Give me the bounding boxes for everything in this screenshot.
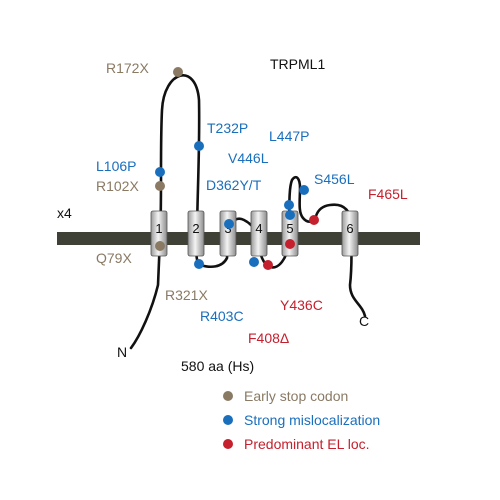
protein-title: TRPML1 (270, 56, 325, 72)
legend-label-early-stop: Early stop codon (244, 388, 348, 404)
mutation-label-r403c: R403C (200, 308, 244, 324)
tm-label-5: 5 (286, 221, 293, 236)
legend: Early stop codon Strong mislocalization … (223, 388, 380, 452)
mutation-dot-r403c (249, 257, 259, 267)
mutation-label-d362yt: D362Y/T (206, 177, 262, 193)
mutation-dot-f408d (263, 260, 273, 270)
length-label: 580 aa (Hs) (181, 358, 254, 374)
mutation-dot-y436c (285, 239, 295, 249)
tm-label-2: 2 (192, 221, 199, 236)
mutation-dot-r102x (155, 181, 165, 191)
mutation-label-v446l: V446L (228, 150, 269, 166)
membrane-band (57, 232, 420, 245)
n-terminus-label: N (117, 344, 127, 360)
legend-label-el: Predominant EL loc. (244, 436, 370, 452)
mutation-label-f408d: F408Δ (248, 330, 289, 346)
mutation-dot-l106p (155, 167, 165, 177)
mutation-label-s456l: S456L (314, 171, 355, 187)
mutation-dot-r172x (173, 67, 183, 77)
mutation-label-r102x: R102X (96, 178, 139, 194)
mutation-label-t232p: T232P (207, 120, 248, 136)
mutation-label-r321x: R321X (165, 287, 208, 303)
tm-helix-4 (250, 210, 268, 257)
legend-label-mislocalization: Strong mislocalization (244, 412, 380, 428)
tm-helix-2 (187, 210, 205, 257)
tm-label-1: 1 (155, 221, 162, 236)
tm-label-4: 4 (255, 221, 262, 236)
mutation-dot-t232p (194, 141, 204, 151)
legend-dot-mislocalization (223, 415, 233, 425)
legend-dot-el (223, 439, 233, 449)
tm-label-6: 6 (346, 221, 353, 236)
oligomer-label: x4 (57, 205, 72, 221)
c-terminus-label: C (359, 313, 369, 329)
mutation-dot-v446l (284, 200, 294, 210)
mutation-label-q79x: Q79X (96, 250, 132, 266)
mutation-dot-q79x (155, 241, 165, 251)
mutation-dot-l447p (285, 210, 295, 220)
mutation-label-r172x: R172X (106, 60, 149, 76)
tm-helix-6 (341, 210, 359, 257)
legend-dot-early-stop (223, 391, 233, 401)
mutation-dot-r321x (194, 259, 204, 269)
mutation-dot-d362yt (224, 219, 234, 229)
mutation-dot-s456l (299, 185, 309, 195)
mutation-label-l106p: L106P (96, 158, 136, 174)
mutation-label-l447p: L447P (269, 128, 309, 144)
mutation-label-f465l: F465L (368, 186, 408, 202)
mutation-dot-f465l (309, 215, 319, 225)
mutation-label-y436c: Y436C (280, 297, 323, 313)
